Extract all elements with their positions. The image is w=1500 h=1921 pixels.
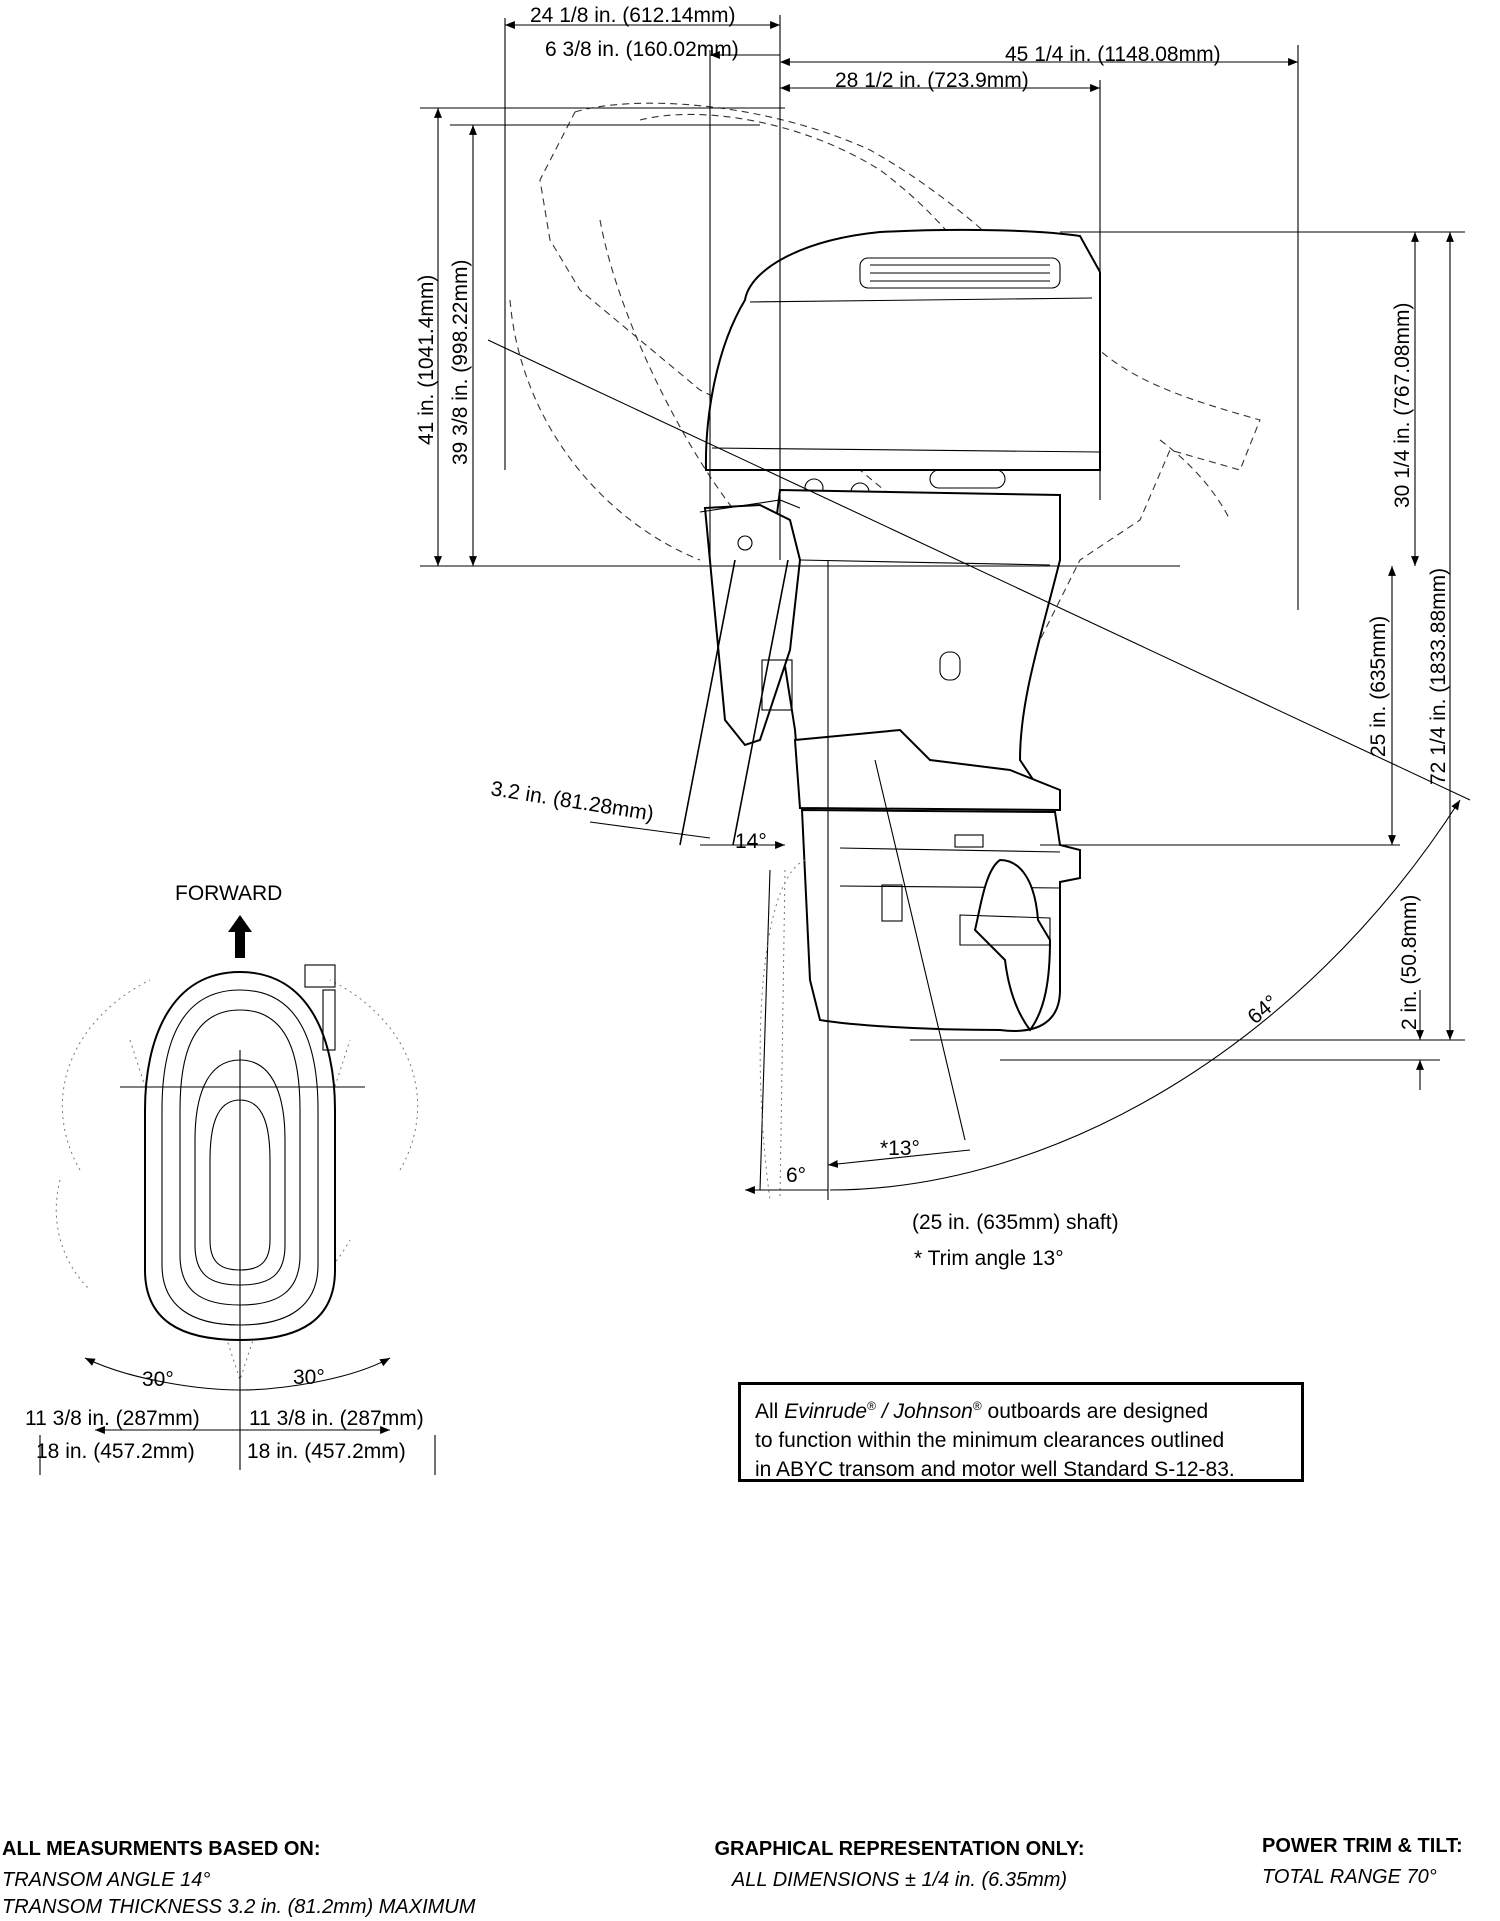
dim-39-3-8: 39 3/8 in. (998.22mm)	[449, 260, 472, 465]
footer-left-heading: ALL MEASURMENTS BASED ON:	[2, 1838, 321, 1860]
trim-angle-pos-label: *13°	[880, 1137, 920, 1160]
dim-30-1-4: 30 1/4 in. (767.08mm)	[1391, 303, 1414, 508]
footer-total-range: TOTAL RANGE 70°	[1262, 1866, 1437, 1888]
forward-arrow-icon	[228, 915, 252, 958]
dim-24-1-8: 24 1/8 in. (612.14mm)	[530, 4, 735, 27]
abyc-clearance-note: All Evinrude® / Johnson® outboards are d…	[738, 1382, 1304, 1482]
dim-28-1-2: 28 1/2 in. (723.9mm)	[835, 69, 1029, 92]
right-dimension-lines	[910, 231, 1465, 1090]
anti-ventilation-plate	[793, 728, 1061, 812]
tilt-angle-label: 64°	[1243, 991, 1282, 1029]
forward-label: FORWARD	[175, 882, 282, 905]
top-dimension-lines	[504, 15, 1299, 610]
footer-dimension-tolerance: ALL DIMENSIONS ± 1/4 in. (6.35mm)	[731, 1869, 1068, 1891]
transom-geometry	[487, 339, 1471, 1201]
footer-transom-thickness: TRANSOM THICKNESS 3.2 in. (81.2mm) MAXIM…	[2, 1896, 476, 1918]
dim-45-1-4: 45 1/4 in. (1148.08mm)	[1005, 43, 1221, 66]
dim-25-in: 25 in. (635mm)	[1367, 616, 1390, 757]
cowl-vent-grille	[859, 257, 1061, 289]
shaft-note: (25 in. (635mm) shaft)	[912, 1211, 1119, 1234]
dim-72-1-4: 72 1/4 in. (1833.88mm)	[1427, 568, 1450, 785]
steer-right-label: 30°	[293, 1366, 325, 1389]
footer-transom-angle: TRANSOM ANGLE 14°	[2, 1869, 211, 1891]
footer-right-heading: POWER TRIM & TILT:	[1262, 1835, 1463, 1857]
outboard-side-view	[699, 228, 1101, 1032]
footer-center-heading: GRAPHICAL REPRESENTATION ONLY:	[714, 1838, 1085, 1860]
angle-arcs	[589, 799, 1461, 1194]
left-dimension-lines	[420, 107, 1180, 567]
dim-transom-thickness: 3.2 in. (81.28mm)	[489, 777, 655, 825]
engine-cowling	[704, 228, 1101, 471]
note-line-1: All Evinrude® / Johnson® outboards are d…	[755, 1399, 1209, 1423]
dim-2-in: 2 in. (50.8mm)	[1398, 895, 1421, 1030]
footer-power-trim-tilt: POWER TRIM & TILT: TOTAL RANGE 70°	[1262, 1835, 1463, 1889]
dim-41-in: 41 in. (1041.4mm)	[415, 275, 438, 445]
dim-6-3-8: 6 3/8 in. (160.02mm)	[545, 38, 739, 61]
right-clearance-1: 11 3/8 in. (287mm)	[249, 1407, 424, 1430]
note-line-2: to function within the minimum clearance…	[755, 1429, 1225, 1452]
trim-angle-neg-label: 6°	[786, 1164, 806, 1187]
transom-angle-label: 14°	[735, 830, 767, 853]
top-view: FORWARD 30° 30° 11 3/8 in. (287mm) 11 3/…	[25, 882, 436, 1475]
top-dimension-labels: 24 1/8 in. (612.14mm) 6 3/8 in. (160.02m…	[530, 4, 1221, 92]
cowl-handle	[929, 469, 1006, 489]
transom-bracket	[703, 503, 802, 747]
footer-graphical-representation: GRAPHICAL REPRESENTATION ONLY: ALL DIMEN…	[677, 1838, 1122, 1892]
left-clearance-1: 11 3/8 in. (287mm)	[25, 1407, 200, 1430]
right-clearance-2: 18 in. (457.2mm)	[247, 1440, 406, 1463]
note-line-3: in ABYC transom and motor well Standard …	[755, 1458, 1235, 1481]
trim-note: * Trim angle 13°	[914, 1247, 1064, 1270]
steer-left-label: 30°	[142, 1368, 174, 1391]
left-clearance-2: 18 in. (457.2mm)	[36, 1440, 195, 1463]
footer-measurement-basis: ALL MEASURMENTS BASED ON: TRANSOM ANGLE …	[2, 1838, 475, 1919]
